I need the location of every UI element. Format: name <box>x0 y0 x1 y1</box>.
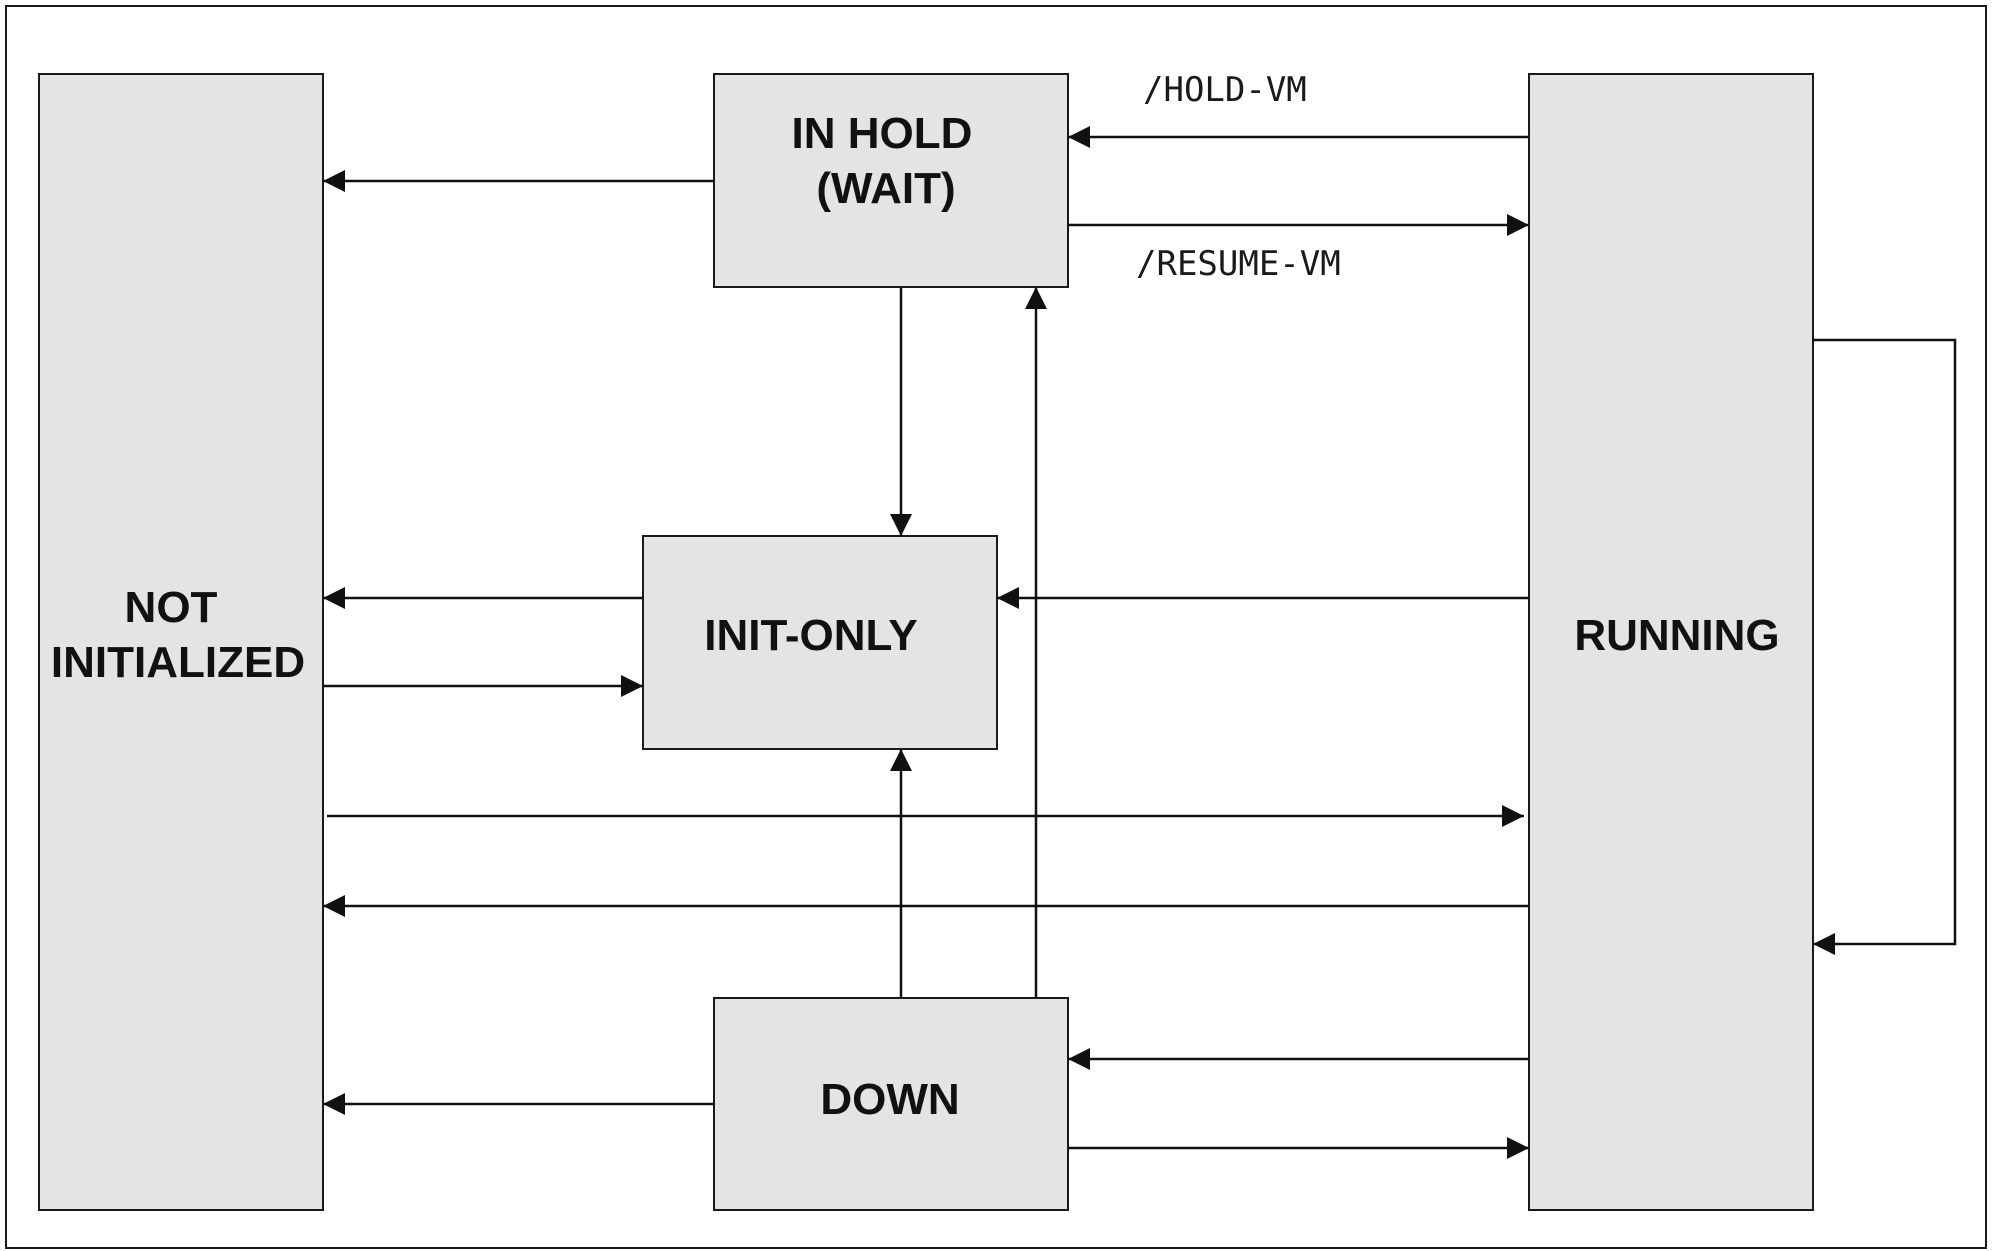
state-down: DOWN <box>713 997 1069 1211</box>
diagram-frame <box>5 5 1987 1249</box>
state-in-hold: IN HOLD (WAIT) <box>713 73 1069 288</box>
state-init-only-label: INIT-ONLY <box>704 611 918 660</box>
arrow-running-self-loop <box>1813 338 1957 955</box>
state-init-only: INIT-ONLY <box>642 535 998 750</box>
state-running: RUNNING <box>1528 73 1814 1211</box>
state-not-initialized-label-line2: INITIALIZED <box>51 638 305 687</box>
state-down-label: DOWN <box>820 1075 959 1124</box>
state-in-hold-label-line1: IN HOLD <box>792 109 973 158</box>
hold-vm-command-label: /HOLD-VM <box>1143 70 1307 110</box>
state-not-initialized-label-line1: NOT <box>125 583 218 632</box>
state-not-initialized: NOT INITIALIZED <box>38 73 324 1211</box>
resume-vm-command-label: /RESUME-VM <box>1136 244 1341 284</box>
state-in-hold-label-line2: (WAIT) <box>816 164 955 213</box>
state-running-label: RUNNING <box>1574 611 1779 660</box>
